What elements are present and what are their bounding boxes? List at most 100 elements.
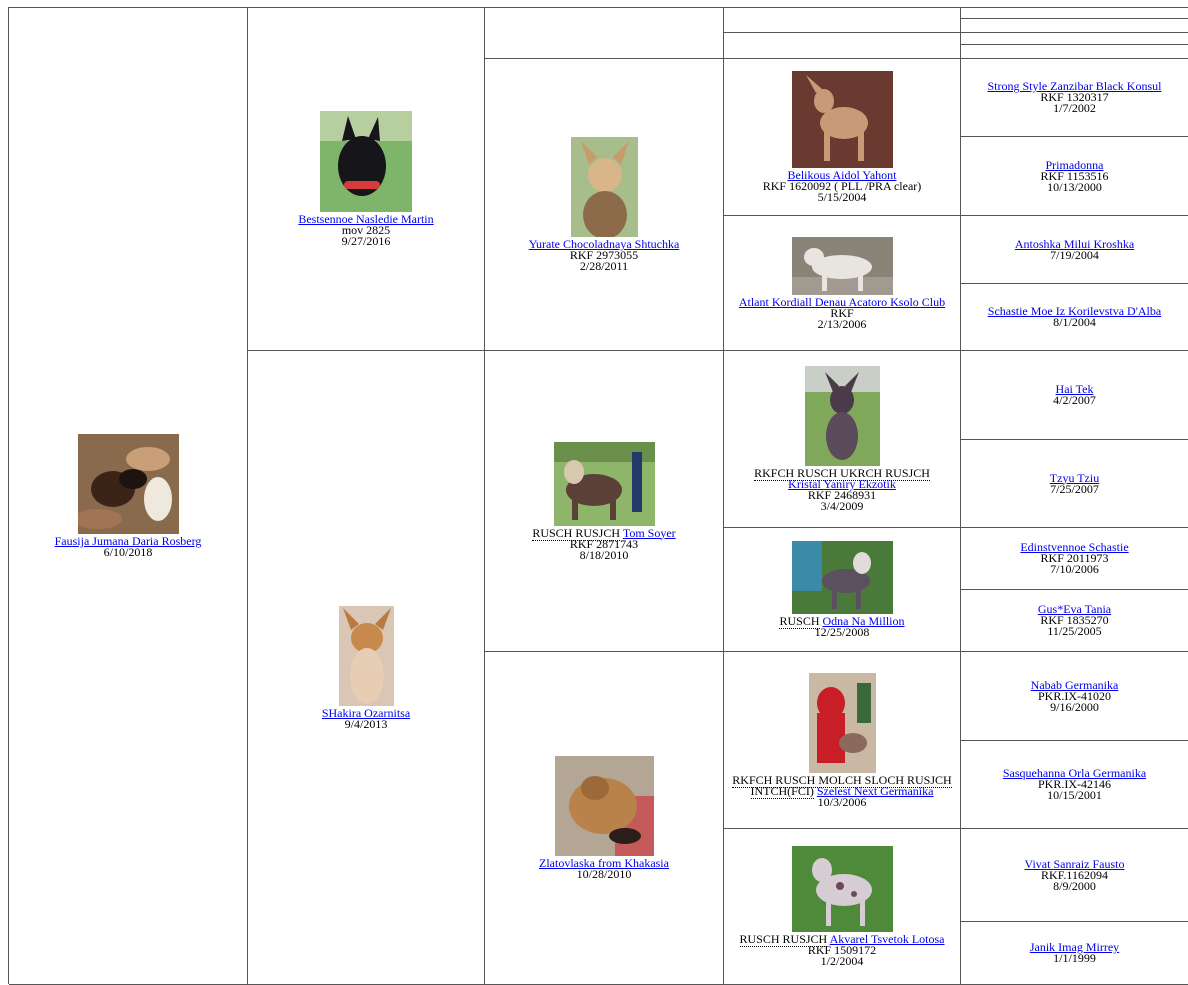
dog-garden-photo[interactable]	[791, 541, 893, 614]
pedigree-cell-dog: Zlatovlaska from Khakasia 10/28/2010	[485, 652, 724, 985]
pedigree-cell-dog: RKFCH RUSCH MOLCH SLOCH RUSJCH INTCH(FCI…	[724, 652, 961, 829]
pedigree-cell-dog: Sasquehanna Orla Germanika PKR.IX-42146 …	[961, 741, 1188, 829]
dog-birth-date: 8/1/2004	[1053, 315, 1096, 329]
dog-name-link[interactable]: Atlant Kordiall Denau Acatoro Ksolo Club	[738, 294, 946, 309]
pedigree-cell-dog: RUSCH RUSJCH Tom Soyer RKF 2871743 8/18/…	[485, 351, 724, 652]
pedigree-cell-dog: Hai Tek 4/2/2007	[961, 351, 1188, 440]
dog-name-link[interactable]: Janik Imag Mirrey	[1029, 940, 1120, 954]
dog-registration: RKF 2011973	[1040, 551, 1109, 565]
dog-registration: RKF 2871743	[569, 536, 639, 551]
dog-show-photo[interactable]	[553, 441, 655, 526]
dog-name-link[interactable]: Szelest Next Germanika	[816, 783, 934, 798]
dog-birth-date: 10/28/2010	[576, 867, 632, 881]
dog-registration: RKF	[830, 305, 854, 320]
dog-name-link[interactable]: Tom Soyer	[622, 525, 676, 540]
dog-registration: RKF 1153516	[1040, 168, 1109, 183]
dog-registration: PKR.IX-42146	[1037, 777, 1111, 791]
dog-birth-date: 7/25/2007	[1050, 481, 1099, 496]
pedigree-cell-dog: Edinstvennoe Schastie RKF 2011973 7/10/2…	[961, 528, 1188, 590]
pedigree-cell-dog: Primadonna RKF 1153516 10/13/2000	[961, 137, 1188, 216]
standing-dog-photo[interactable]	[791, 71, 893, 168]
pedigree-cell-empty	[961, 8, 1188, 19]
dog-title: RUSCH RUSJCH	[739, 932, 828, 947]
dog-name-link[interactable]: Belikous Aidol Yahont	[787, 168, 897, 182]
pedigree-cell-dog: Yurate Chocoladnaya Shtuchka RKF 2973055…	[485, 59, 724, 351]
puppies-photo[interactable]	[77, 434, 179, 534]
dog-birth-date: 1/1/1999	[1053, 951, 1096, 965]
dog-birth-date: 2/28/2011	[579, 259, 629, 273]
dog-title: RUSCH	[779, 614, 820, 629]
pedigree-cell-dog: Janik Imag Mirrey 1/1/1999	[961, 922, 1188, 985]
dog-registration: RKF 1509172	[807, 943, 877, 957]
dog-name-link[interactable]: Tzyu Tziu	[1049, 470, 1100, 485]
dog-name-link[interactable]: Edinstvennoe Schastie	[1020, 540, 1129, 554]
ginger-dog-photo[interactable]	[338, 605, 394, 706]
dog-birth-date: 2/13/2006	[817, 316, 867, 331]
pedigree-cell-dog: Schastie Moe Iz Korilevstva D'Alba 8/1/2…	[961, 284, 1188, 351]
white-dog-photo[interactable]	[791, 236, 893, 295]
dog-birth-date: 4/2/2007	[1053, 393, 1096, 407]
pedigree-cell-dog: RUSCH RUSJCH Akvarel Tsvetok Lotosa RKF …	[724, 829, 961, 985]
dog-name-link[interactable]: Gus*Eva Tania	[1037, 602, 1112, 616]
dog-name-link[interactable]: SHakira Ozarnitsa	[321, 705, 411, 720]
dog-name-link[interactable]: Nabab Germanika	[1030, 677, 1119, 692]
dog-birth-date: 7/10/2006	[1050, 562, 1099, 576]
dog-registration: RKF 2468931	[807, 488, 877, 502]
dog-name-link[interactable]: Primadonna	[1045, 157, 1104, 172]
pedigree-cell-empty	[724, 33, 961, 59]
pedigree-cell-dog: RUSCH Odna Na Million 12/25/2008	[724, 528, 961, 652]
dog-name-link[interactable]: Vivat Sanraiz Fausto	[1024, 856, 1125, 871]
pedigree-cell-dog: Antoshka Milui Kroshka 7/19/2004	[961, 216, 1188, 284]
dog-birth-date: 12/25/2008	[814, 625, 870, 639]
dog-birth-date: 7/19/2004	[1050, 247, 1099, 262]
dog-birth-date: 5/15/2004	[817, 190, 867, 204]
dog-birth-date: 10/3/2006	[817, 794, 867, 809]
dog-registration: mov 2825	[341, 223, 391, 237]
dog-birth-date: 10/13/2000	[1047, 179, 1102, 194]
black-dog-photo[interactable]	[320, 111, 412, 212]
pedigree-cell-dog: SHakira Ozarnitsa 9/4/2013	[248, 351, 485, 985]
dog-name-link[interactable]: Fausija Jumana Daria Rosberg	[54, 534, 202, 548]
mother-dog-photo[interactable]	[554, 756, 654, 856]
dog-birth-date: 1/7/2002	[1053, 101, 1096, 115]
cream-dog-photo[interactable]	[570, 137, 638, 237]
dog-registration: RKF 2973055	[569, 248, 639, 262]
dog-name-link[interactable]: Yurate Chocoladnaya Shtuchka	[528, 237, 680, 251]
pedigree-cell-dog: Vivat Sanraiz Fausto RKF.1162094 8/9/200…	[961, 829, 1188, 922]
pedigree-cell-dog: Strong Style Zanzibar Black Konsul RKF 1…	[961, 59, 1188, 137]
handler-dog-photo[interactable]	[808, 672, 876, 773]
pedigree-cell-empty	[961, 45, 1188, 59]
pedigree-cell-dog: Bestsennoe Nasledie Martin mov 2825 9/27…	[248, 8, 485, 351]
dog-registration: RKF.1162094	[1041, 867, 1108, 882]
dog-birth-date: 8/9/2000	[1053, 878, 1096, 893]
dog-name-link[interactable]: Sasquehanna Orla Germanika	[1002, 766, 1147, 780]
dog-name-link[interactable]: Odna Na Million	[822, 614, 905, 628]
pedigree-cell-empty	[724, 8, 961, 33]
dog-name-link[interactable]: Akvarel Tsvetok Lotosa	[829, 932, 945, 946]
pedigree-cell-empty	[961, 19, 1188, 33]
dog-birth-date: 10/15/2001	[1047, 788, 1102, 802]
pedigree-cell-dog: Fausija Jumana Daria Rosberg 6/10/2018	[9, 8, 248, 985]
dog-name-link[interactable]: Bestsennoe Nasledie Martin	[298, 212, 434, 226]
dog-birth-date: 9/27/2016	[341, 234, 391, 248]
dog-name-link[interactable]: Kristal Yaniry Ekzotik	[788, 477, 896, 491]
dog-birth-date: 11/25/2005	[1047, 624, 1102, 638]
dog-birth-date: 1/2/2004	[820, 954, 864, 968]
pedigree-cell-dog: Tzyu Tziu 7/25/2007	[961, 440, 1188, 528]
pedigree-table: Fausija Jumana Daria Rosberg 6/10/2018 B…	[8, 7, 1188, 985]
dog-name-link[interactable]: Hai Tek	[1055, 382, 1094, 396]
pedigree-cell-empty	[961, 33, 1188, 45]
dog-name-link[interactable]: Strong Style Zanzibar Black Konsul	[987, 79, 1162, 93]
dog-registration: RKF 1835270	[1040, 613, 1109, 627]
dog-name-link[interactable]: Zlatovlaska from Khakasia	[539, 856, 669, 870]
dog-title: RUSCH RUSJCH	[532, 525, 621, 541]
dog-title: RKFCH RUSCH MOLCH SLOCH RUSJCH INTCH(FCI…	[732, 772, 952, 799]
dog-birth-date: 3/4/2009	[820, 499, 864, 513]
dog-name-link[interactable]: Antoshka Milui Kroshka	[1014, 236, 1135, 251]
dog-name-link[interactable]: Schastie Moe Iz Korilevstva D'Alba	[987, 304, 1162, 318]
dog-birth-date: 9/16/2000	[1050, 699, 1099, 714]
sitting-dog-photo[interactable]	[804, 366, 880, 466]
spotted-dog-photo[interactable]	[791, 846, 893, 932]
pedigree-cell-empty	[485, 8, 724, 59]
